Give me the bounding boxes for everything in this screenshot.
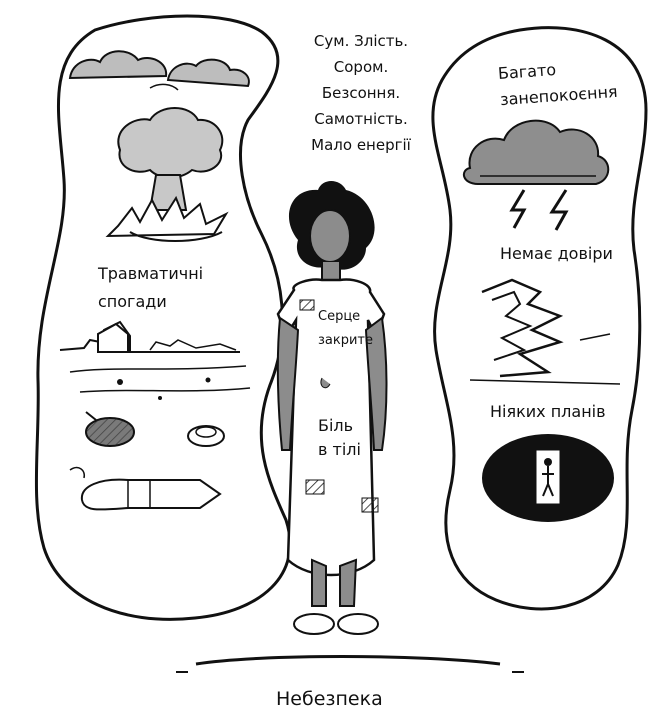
right-thought-bubble: [433, 28, 646, 609]
body-pain-label-line2: в тілі: [318, 442, 361, 458]
symptom-line-2: Сором.: [296, 60, 426, 75]
heart-closed-label-line1: Серце: [318, 310, 360, 323]
heart-closed-label-line2: закрите: [318, 334, 373, 347]
anxiety-label-line1: Багато: [498, 62, 557, 82]
ground-line: [196, 657, 500, 665]
no-trust-label: Немає довіри: [500, 246, 613, 262]
person-figure: [278, 181, 387, 634]
symptom-line-1: Сум. Злість.: [296, 34, 426, 49]
trauma-memories-label-line1: Травматичні: [98, 266, 203, 282]
danger-caption: Небезпека: [276, 690, 383, 709]
symptom-line-3: Безсоння.: [296, 86, 426, 101]
no-plans-label: Ніяких планів: [490, 404, 606, 420]
symptom-line-5: Мало енергії: [296, 138, 426, 153]
dark-door-icon: [482, 434, 614, 522]
trauma-memories-label-line2: спогади: [98, 294, 167, 310]
body-pain-label-line1: Біль: [318, 418, 353, 434]
symptom-line-4: Самотність.: [296, 112, 426, 127]
left-thought-bubble: [36, 16, 290, 619]
